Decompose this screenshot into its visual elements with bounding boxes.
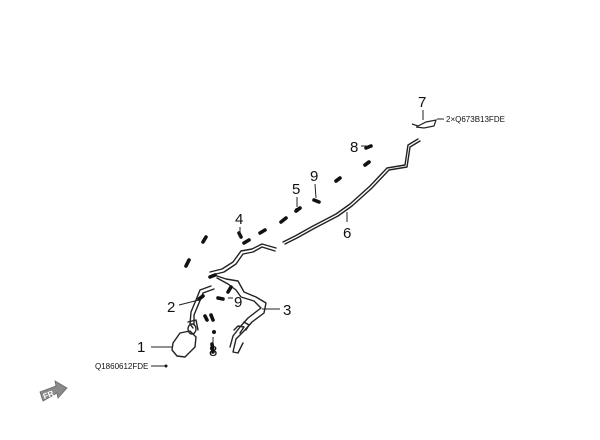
callout-5: 5 xyxy=(292,181,300,198)
pump-bracket xyxy=(187,319,199,331)
leader-2 xyxy=(178,299,200,306)
clip-mark xyxy=(279,216,288,224)
callout-9-top: 9 xyxy=(310,168,318,185)
part-7-bolt xyxy=(411,119,437,129)
callout-7: 7 xyxy=(418,94,426,111)
clip-mark xyxy=(242,238,251,245)
clip-mark xyxy=(201,235,208,244)
pump-body xyxy=(171,330,197,358)
bolt-5 xyxy=(295,208,299,212)
bracket-hook xyxy=(233,325,245,334)
clip-mark xyxy=(334,176,342,183)
clip-mark xyxy=(226,285,233,294)
bracket-hook-2 xyxy=(243,321,250,331)
callout-8-bottom: 8 xyxy=(209,343,217,360)
pump-pipe xyxy=(189,285,212,329)
clip-mark xyxy=(197,294,205,301)
clip-mark xyxy=(364,144,373,150)
loop-pipe xyxy=(213,274,267,354)
clip-mark xyxy=(184,258,191,268)
callout-4: 4 xyxy=(235,211,243,228)
clip-mark xyxy=(258,228,267,235)
pump-pipe-parallel xyxy=(193,288,215,325)
callout-3: 3 xyxy=(283,302,291,319)
bolt-8-bottom xyxy=(212,330,216,334)
callout-9-bottom: 9 xyxy=(234,294,242,311)
part-code-top: 2×Q673B13FDE xyxy=(446,115,505,124)
front-arrow-icon: FR xyxy=(39,380,68,402)
callout-2: 2 xyxy=(167,299,175,316)
clip-mark xyxy=(209,313,215,322)
bolt-code-bottom xyxy=(164,364,168,368)
long-pipe xyxy=(284,140,421,245)
part-code-bottom: Q1860612FDE xyxy=(95,362,148,371)
pump-port xyxy=(187,323,197,335)
clip-mark xyxy=(312,198,321,204)
callout-6: 6 xyxy=(343,225,351,242)
clip-mark xyxy=(208,273,217,279)
callout-1: 1 xyxy=(137,339,145,356)
mid-pipe xyxy=(209,243,277,273)
callout-8-top: 8 xyxy=(350,139,358,156)
clip-mark xyxy=(363,160,371,167)
mid-pipe-parallel xyxy=(211,246,276,276)
clip-mark xyxy=(216,296,225,301)
leader-9-top xyxy=(314,183,317,199)
clip-mark xyxy=(210,342,215,354)
long-pipe-parallel xyxy=(282,138,419,243)
front-label: FR xyxy=(42,389,55,401)
clip-mark xyxy=(203,314,209,322)
